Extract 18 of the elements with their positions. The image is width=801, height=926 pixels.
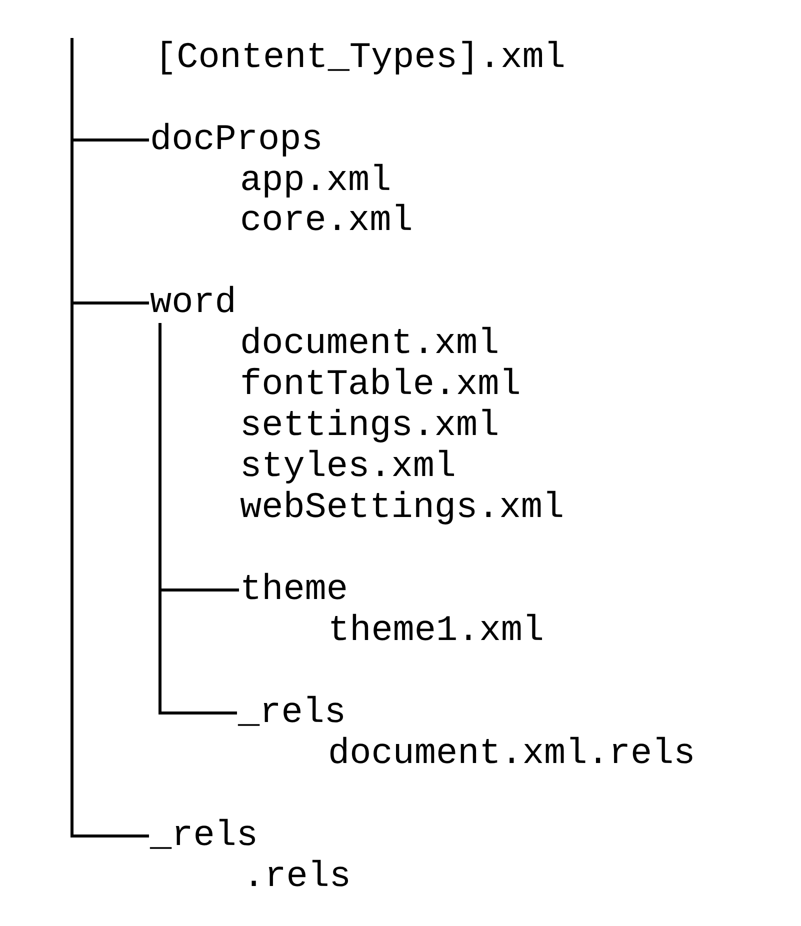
file-name: theme1.xml [328,611,544,651]
tree-branch-line [158,323,237,714]
file-name: app.xml [240,161,392,201]
file-name: settings.xml [240,406,500,446]
file-name: [Content_Types].xml [155,38,566,78]
file-name: styles.xml [240,447,456,487]
file-name: document.xml [240,324,500,364]
tree-branch-line [70,38,149,838]
folder-name: theme [240,570,348,610]
file-name: document.xml.rels [328,734,696,774]
folder-name: docProps [150,120,323,160]
file-name: core.xml [240,201,413,241]
folder-name: _rels [150,816,258,856]
folder-name: _rels [238,693,346,733]
file-name: webSettings.xml [240,488,564,528]
folder-name: word [150,283,236,323]
file-name: fontTable.xml [240,365,521,405]
file-name: .rels [243,857,352,897]
